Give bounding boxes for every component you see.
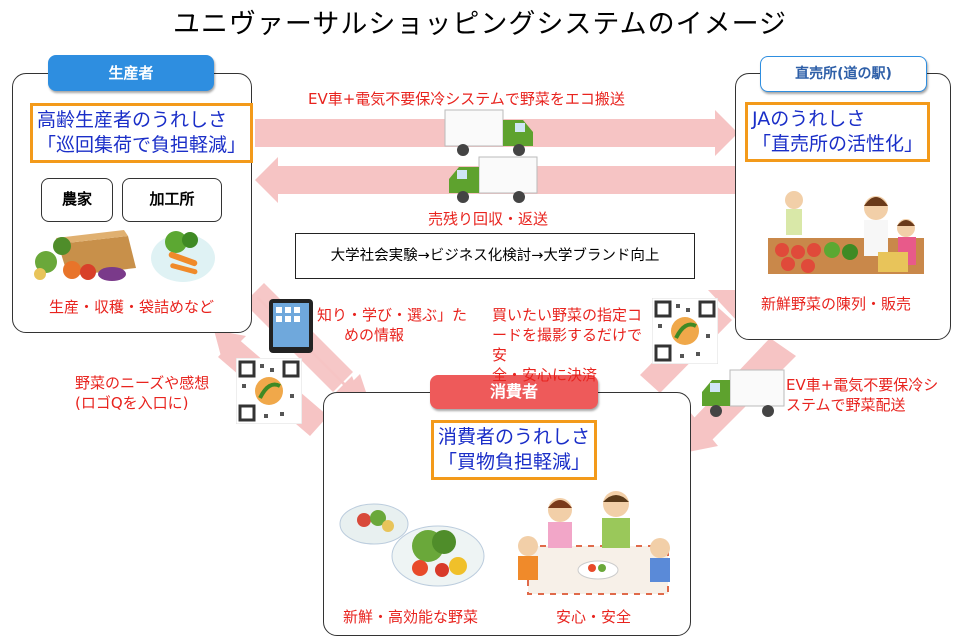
market-stall-image	[768, 191, 924, 274]
producer-tab: 生産者	[48, 55, 214, 91]
needs-label: 野菜のニーズや感想 (ロゴQを入口に)	[75, 373, 209, 413]
delivery-label: EV車+電気不要保冷シ ステムで野菜配送	[786, 375, 938, 415]
consumer-highlight-line2: 「買物負担軽減」	[438, 451, 591, 473]
return-label: 売残り回収・返送	[428, 210, 549, 228]
consumer-caption-right: 安心・安全	[556, 608, 632, 626]
arrow-consumer-to-producer-head	[214, 330, 246, 360]
store-highlight: JAのうれしさ 「直売所の活性化」	[745, 102, 931, 162]
family-meal-image	[518, 491, 670, 595]
info-label-line2: めの情報	[344, 326, 405, 344]
store-caption: 新鮮野菜の陳列・販売	[761, 295, 912, 313]
vegetable-plate-image	[151, 231, 215, 282]
processing-button[interactable]: 加工所	[122, 178, 222, 222]
qr-code-payment-icon	[652, 298, 718, 364]
info-label: 知り・学び・選ぶ」た めの情報	[317, 305, 467, 345]
delivery-label-line2: ステムで野菜配送	[786, 396, 906, 414]
truck-left-icon	[449, 156, 538, 203]
truck-delivery-icon	[702, 369, 785, 417]
consumer-highlight-line1: 消費者のうれしさ	[438, 426, 591, 448]
store-tab: 直売所(道の駅)	[760, 56, 927, 92]
info-label-line1: 知り・学び・選ぶ」た	[317, 306, 468, 324]
payment-label-line3: 全・安心に決済	[492, 366, 598, 384]
salad-image	[339, 503, 485, 587]
needs-label-line1: 野菜のニーズや感想	[75, 374, 210, 392]
store-highlight-line2: 「直売所の活性化」	[752, 133, 924, 155]
truck-right-icon	[444, 109, 533, 156]
qr-code-needs-icon	[236, 358, 302, 424]
tablet-icon	[269, 299, 313, 353]
payment-label-line1: 買いたい野菜の指定コ	[492, 306, 643, 324]
flow-box: 大学社会実験→ビジネス化検討→大学ブランド向上	[295, 233, 695, 279]
producer-caption: 生産・収穫・袋詰めなど	[49, 298, 215, 316]
producer-highlight: 高齢生産者のうれしさ 「巡回集荷で負担軽減」	[30, 103, 254, 163]
consumer-caption-left: 新鮮・高効能な野菜	[343, 608, 479, 626]
farm-button[interactable]: 農家	[41, 178, 113, 222]
arrow-store-to-consumer-head	[688, 412, 718, 452]
eco-transport-label: EV車+電気不要保冷システムで野菜をエコ搬送	[308, 90, 625, 108]
vegetable-crate-image	[34, 230, 136, 281]
page-title: ユニヴァーサルショッピングシステムのイメージ	[172, 9, 788, 40]
consumer-tab: 消費者	[430, 375, 598, 409]
payment-label-line2: ードを撮影するだけで安	[492, 326, 643, 364]
store-highlight-line1: JAのうれしさ	[752, 108, 866, 130]
needs-label-line2: (ロゴQを入口に)	[75, 394, 189, 412]
delivery-label-line1: EV車+電気不要保冷シ	[786, 376, 939, 394]
payment-label: 買いたい野菜の指定コ ードを撮影するだけで安 全・安心に決済	[492, 305, 650, 385]
producer-highlight-line2: 「巡回集荷で負担軽減」	[37, 134, 247, 156]
consumer-highlight: 消費者のうれしさ 「買物負担軽減」	[431, 420, 598, 480]
producer-highlight-line1: 高齢生産者のうれしさ	[37, 109, 228, 131]
